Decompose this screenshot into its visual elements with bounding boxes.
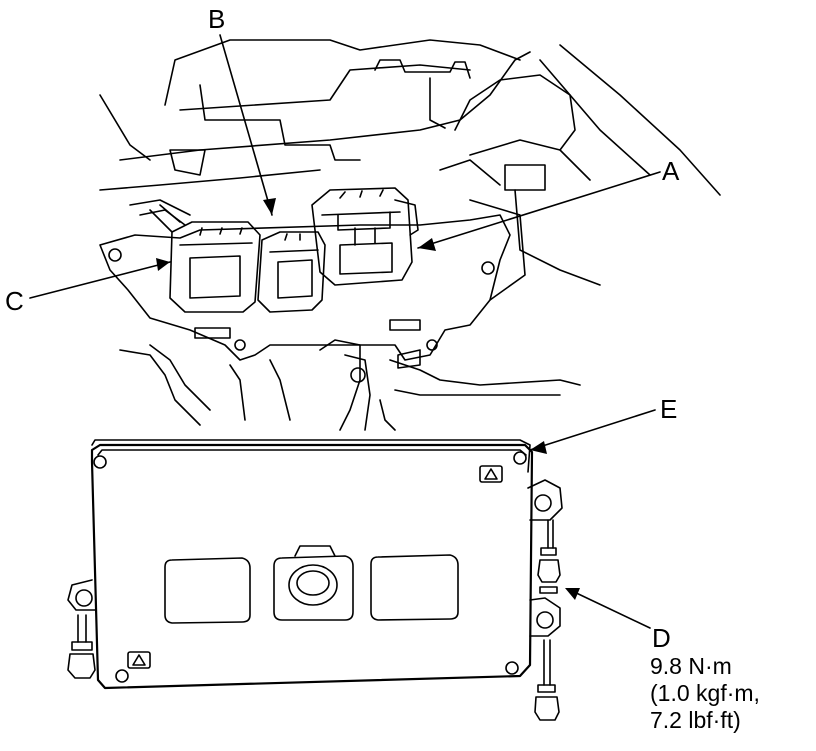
label-e: E [660,394,678,424]
torque-nm: 9.8 N·m [650,653,732,679]
leader-c [29,261,171,299]
torque-lbfft: 7.2 lbf·ft) [650,707,741,733]
wire-harness [119,199,581,431]
leader-a [417,171,661,249]
engine-bay-background [99,39,721,301]
arrowhead-b [263,198,276,215]
torque-kgfm: (1.0 kgf·m, [650,680,760,706]
arrowhead-e [530,441,547,454]
label-c: C [5,286,24,316]
label-d: D [652,623,671,653]
label-b: B [208,4,226,34]
arrowhead-a [418,238,436,251]
mounting-bolts [67,519,561,721]
connector-c [149,204,261,313]
ecm-unit [67,439,563,690]
arrowheads [156,198,580,600]
arrowhead-c [156,258,170,271]
leader-b [219,34,273,216]
connector-b [257,231,326,313]
arrowhead-d [565,588,580,600]
leader-d [569,589,651,629]
label-a: A [662,156,680,186]
leader-lines [29,34,661,629]
connector-a [311,187,419,286]
connector-bracket [99,214,511,361]
leader-e [529,409,656,451]
